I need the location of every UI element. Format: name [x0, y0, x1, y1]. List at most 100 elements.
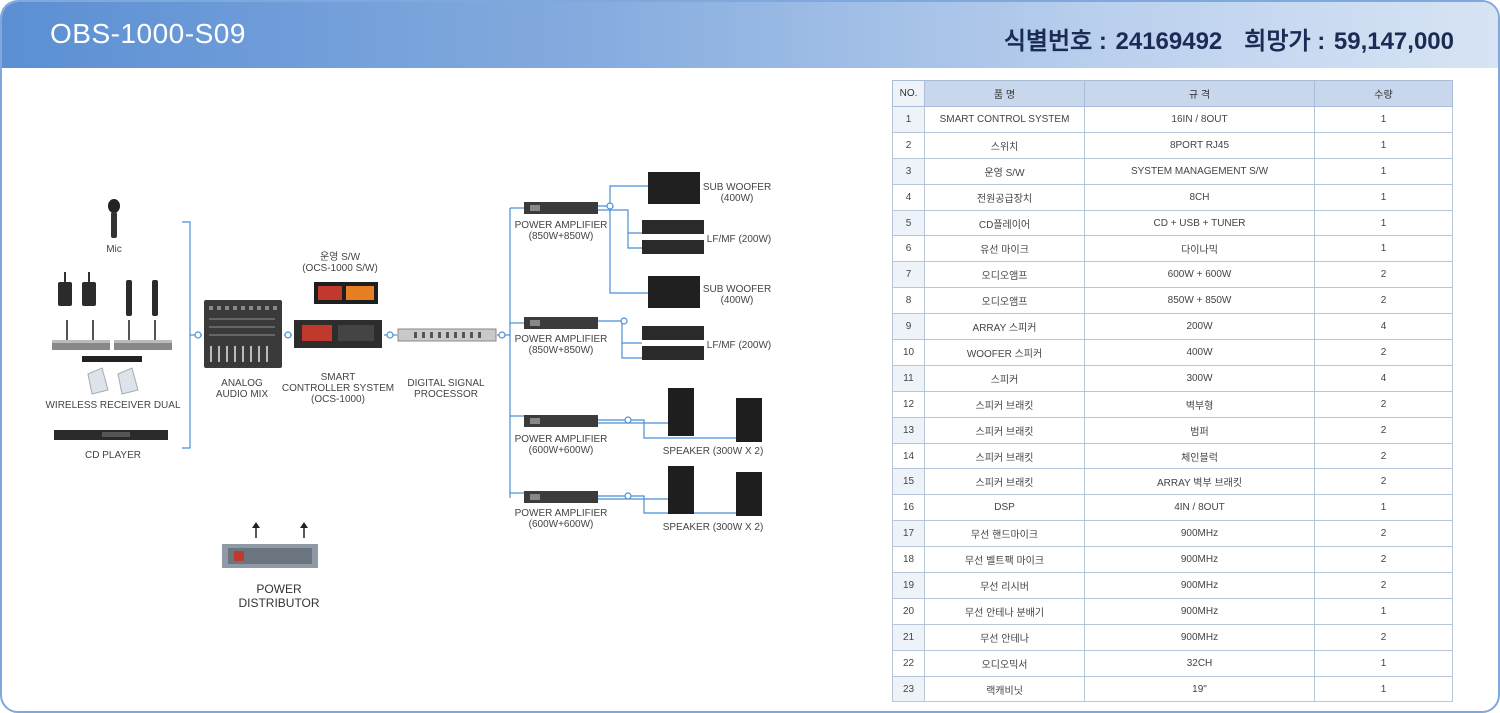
software-screen-icon [314, 282, 378, 304]
sub-woofer-2-label: SUB WOOFER (400W) [703, 284, 771, 306]
cell-qty: 2 [1314, 287, 1453, 315]
id-label: 식별번호 : [1003, 28, 1114, 55]
lf-mf-2-label: LF/MF (200W) [706, 340, 772, 351]
mixer-label-line2: AUDIO MIX [215, 389, 269, 400]
cell-spec: 400W [1084, 339, 1315, 366]
controller-label: SMART CONTROLLER SYSTEM (OCS-1000) [282, 372, 394, 405]
cell-qty: 1 [1314, 597, 1453, 625]
cell-spec: 900MHz [1084, 597, 1315, 625]
price-label: 희망가 : [1244, 28, 1332, 55]
cell-spec: 범퍼 [1084, 416, 1315, 444]
cell-no: 3 [892, 157, 925, 185]
diagram-graphics [52, 172, 762, 568]
cell-no: 21 [892, 623, 925, 651]
connection-lines [182, 185, 742, 514]
cell-qty: 1 [1314, 649, 1453, 677]
cell-item: 무선 안테나 [924, 623, 1085, 651]
wireless-receiver-label: WIRELESS RECEIVER DUAL [45, 400, 181, 411]
cell-item: 오디오앰프 [924, 261, 1085, 289]
smart-controller-icon [294, 320, 382, 348]
cell-no: 9 [892, 313, 925, 341]
power-distributor-label: POWER DISTRIBUTOR [238, 582, 319, 610]
sub-woofer-1-label-line1: SUB WOOFER [702, 182, 772, 193]
header-spec: 규 격 [1084, 80, 1315, 107]
amp2-label-line2: (850W+850W) [528, 345, 594, 356]
cell-qty: 1 [1314, 235, 1453, 263]
cell-spec: 4IN / 8OUT [1084, 494, 1315, 522]
cell-item: 유선 마이크 [924, 235, 1085, 263]
cell-no: 14 [892, 442, 925, 470]
amp3-label: POWER AMPLIFIER (600W+600W) [515, 434, 608, 456]
amp4-label-line2: (600W+600W) [528, 519, 594, 530]
dsp-label-line1: DIGITAL SIGNAL [407, 378, 485, 389]
cell-qty: 1 [1314, 675, 1453, 703]
amp1-label-line2: (850W+850W) [528, 231, 594, 242]
cell-no: 2 [892, 131, 925, 159]
cell-spec: 8PORT RJ45 [1084, 131, 1315, 159]
price-value: 59,147,000 [1333, 28, 1454, 55]
cell-no: 4 [892, 183, 925, 211]
cell-spec: SYSTEM MANAGEMENT S/W [1084, 157, 1315, 185]
cell-no: 10 [892, 339, 925, 366]
cell-no: 8 [892, 287, 925, 315]
cell-qty: 1 [1314, 183, 1453, 211]
dsp-label-line2: PROCESSOR [414, 389, 478, 400]
cell-no: 17 [892, 520, 925, 548]
model-title: OBS-1000-S09 [50, 18, 246, 49]
cell-item: 랙캐비닛 [924, 675, 1085, 703]
connector-dots [194, 202, 632, 500]
cell-item: CD플레이어 [924, 209, 1085, 237]
id-price: 식별번호 : 24169492 희망가 : 59,147,000 [1002, 21, 1454, 56]
power-distributor-label-line2: DISTRIBUTOR [238, 596, 320, 610]
cell-no: 7 [892, 261, 925, 289]
cell-item: 스피커 [924, 364, 1085, 392]
cell-item: 스피커 브래킷 [924, 468, 1085, 496]
cell-item: ARRAY 스피커 [924, 313, 1085, 341]
cell-qty: 2 [1314, 339, 1453, 366]
sub-woofer-2-label-line1: SUB WOOFER [702, 284, 772, 295]
cell-spec: 900MHz [1084, 520, 1315, 548]
cell-qty: 2 [1314, 623, 1453, 651]
sub-woofer-1-label-line2: (400W) [720, 193, 754, 204]
cell-qty: 1 [1314, 106, 1453, 133]
cell-item: 스위치 [924, 131, 1085, 159]
cell-no: 19 [892, 572, 925, 599]
cell-item: 무선 리시버 [924, 572, 1085, 599]
controller-label-line2: CONTROLLER SYSTEM [281, 383, 395, 394]
cell-item: 무선 안테나 분배기 [924, 597, 1085, 625]
cell-spec: 850W + 850W [1084, 287, 1315, 315]
cell-qty: 2 [1314, 442, 1453, 470]
cell-spec: 벽부형 [1084, 390, 1315, 418]
cell-qty: 2 [1314, 572, 1453, 599]
cell-no: 22 [892, 649, 925, 677]
lf-mf-array-icons [642, 220, 704, 360]
cell-item: SMART CONTROL SYSTEM [924, 106, 1085, 133]
cell-qty: 4 [1314, 313, 1453, 341]
cell-item: 오디오믹서 [924, 649, 1085, 677]
cell-item: 스피커 브래킷 [924, 390, 1085, 418]
amp3-label-line2: (600W+600W) [528, 445, 594, 456]
cell-qty: 2 [1314, 390, 1453, 418]
cell-qty: 2 [1314, 520, 1453, 548]
mixer-label: ANALOG AUDIO MIX [216, 378, 268, 400]
cell-item: 무선 핸드마이크 [924, 520, 1085, 548]
table-header-row: NO. 품 명 규 격 수량 [892, 80, 1453, 107]
amp1-label-line1: POWER AMPLIFIER [514, 220, 608, 231]
sub-woofer-1-label: SUB WOOFER (400W) [703, 182, 771, 204]
system-diagram: Mic WIRELESS RECEIVER DUAL CD PLAYER ANA… [2, 68, 882, 711]
cd-player-icon [54, 430, 168, 440]
